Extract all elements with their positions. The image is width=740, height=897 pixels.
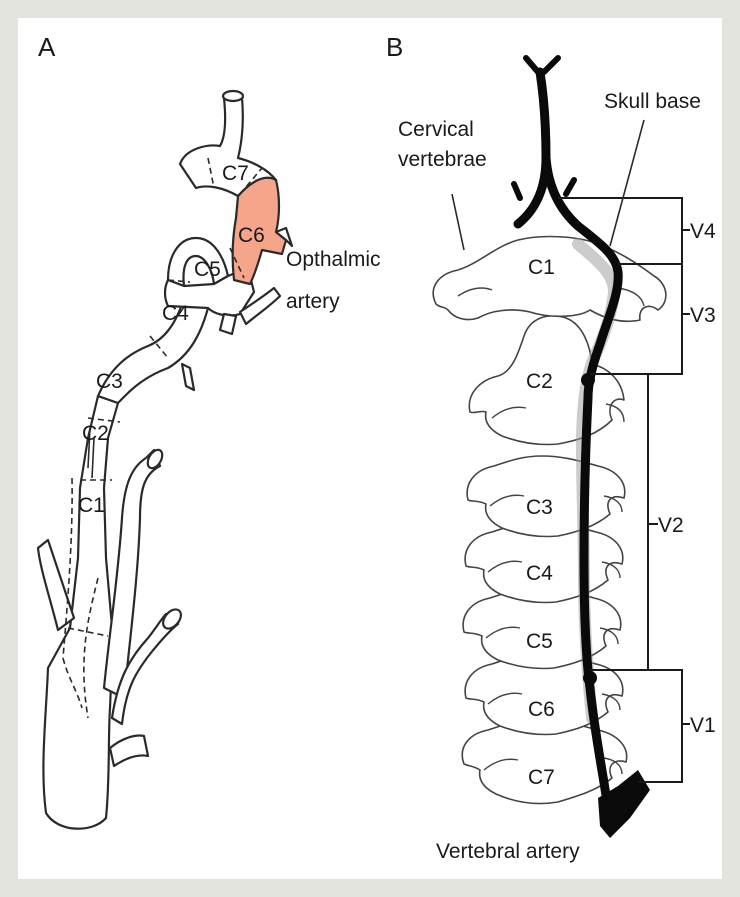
- vertebra-label: C5: [526, 630, 553, 653]
- vessel-end-cap: [145, 447, 165, 470]
- vertebra-label: C4: [526, 562, 553, 585]
- segment-node: [583, 671, 597, 685]
- vessel-end-cap: [223, 91, 243, 101]
- vertebra-c3: C3: [467, 456, 625, 537]
- skull-base-leader-line: [610, 120, 644, 246]
- vessel-branch-left: [38, 540, 74, 630]
- segment-label: C6: [238, 224, 265, 247]
- segment-v4-label: V4: [690, 220, 716, 243]
- anatomy-figure: A: [18, 18, 722, 879]
- segment-c4-lower-branch: [182, 364, 194, 390]
- panel-b-letter: B: [386, 32, 403, 62]
- panel-a: A: [38, 32, 381, 829]
- segment-label: C7: [222, 162, 249, 185]
- ophthalmic-label-line1: Opthalmic: [286, 248, 381, 271]
- cervical-leader-line: [452, 194, 464, 250]
- cervical-vertebrae-label-1: Cervical: [398, 118, 474, 141]
- vertebra-label: C7: [528, 766, 555, 789]
- vertebra-c1: C1: [433, 237, 666, 322]
- vessel-branch-lower-right-2: [110, 736, 148, 767]
- segment-v3-label: V3: [690, 304, 716, 327]
- c5-descending-branch: [220, 314, 236, 334]
- segment-label: C5: [194, 258, 221, 281]
- segment-label: C4: [162, 302, 189, 325]
- vertebra-label: C2: [526, 370, 553, 393]
- segment-node: [581, 373, 595, 387]
- segment-v2-label: V2: [658, 514, 684, 537]
- segment-label: C2: [82, 422, 109, 445]
- segment-label: C1: [78, 494, 105, 517]
- segment-v1-label: V1: [690, 714, 716, 737]
- segment-label: C3: [96, 370, 123, 393]
- cervical-vertebrae-label-2: vertebrae: [398, 148, 487, 171]
- panel-a-letter: A: [38, 32, 56, 62]
- vertebra-label: C6: [528, 698, 555, 721]
- ophthalmic-label-line2: artery: [286, 290, 340, 313]
- skull-base-label: Skull base: [604, 90, 701, 113]
- panel-b: B C7 C6 C5 C4 C3 C2: [386, 32, 716, 863]
- vertebra-label: C3: [526, 496, 553, 519]
- vertebra-label: C1: [528, 256, 555, 279]
- figure-frame: A: [18, 18, 722, 879]
- vertebral-artery-label: Vertebral artery: [436, 840, 580, 863]
